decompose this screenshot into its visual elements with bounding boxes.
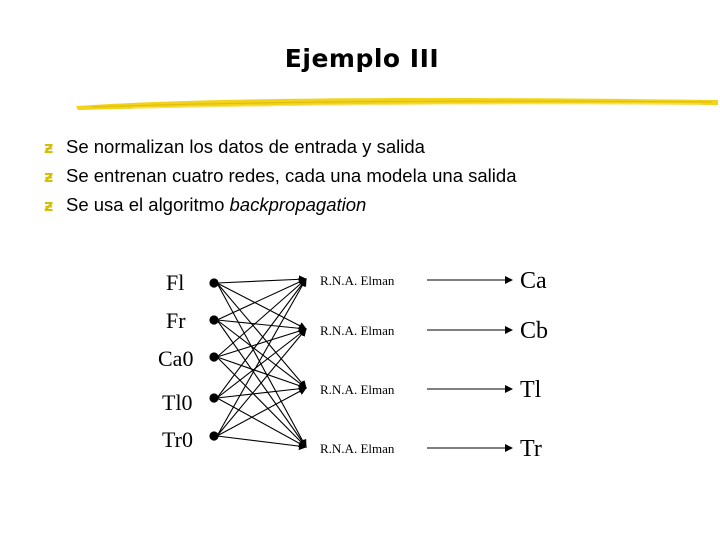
connection-ca0-to-net-3 <box>216 356 307 390</box>
bullet-text: Se entrenan cuatro redes, cada una model… <box>66 165 517 186</box>
input-label-fr: Fr <box>166 308 186 333</box>
output-arrows <box>427 276 513 452</box>
connection-fl-to-net-3 <box>216 282 307 389</box>
z-bullet-icon: ƶ <box>44 167 54 186</box>
output-label-tl: Tl <box>520 377 542 403</box>
input-node-fr <box>209 315 219 325</box>
bullet-emphasis: backpropagation <box>229 194 367 215</box>
connection-fr-to-net-4 <box>216 319 307 448</box>
connection-fl-to-net-1 <box>216 275 307 284</box>
connection-ca0-to-net-1 <box>216 278 307 358</box>
connection-tl0-to-net-2 <box>216 328 307 399</box>
connection-tr0-to-net-4 <box>216 435 307 451</box>
input-node-fl <box>209 278 219 288</box>
title-underline <box>76 98 718 110</box>
bullet-item-normalize: ƶ Se normalizan los datos de entrada y sa… <box>44 134 516 163</box>
connection-fl-to-net-2 <box>216 282 307 330</box>
connection-ca0-to-net-2 <box>216 327 307 358</box>
connection-fr-to-net-3 <box>216 319 307 389</box>
input-label-tr0: Tr0 <box>162 427 193 452</box>
connection-lines <box>216 275 307 451</box>
connection-fr-to-net-1 <box>216 278 307 321</box>
bullet-item-algorithm: ƶ Se usa el algoritmo backpropagation <box>44 192 516 221</box>
input-label-tl0: Tl0 <box>162 390 193 415</box>
input-nodes <box>209 278 219 441</box>
connection-ca0-to-net-4 <box>216 356 307 448</box>
network-label-2: R.N.A. Elman <box>320 323 395 338</box>
connection-fl-to-net-4 <box>216 282 307 448</box>
network-label-3: R.N.A. Elman <box>320 382 395 397</box>
output-label-cb: Cb <box>520 318 548 344</box>
connection-tl0-to-net-1 <box>216 278 307 399</box>
bullet-text: Se usa el algoritmo <box>66 194 230 215</box>
input-label-ca0: Ca0 <box>158 346 193 371</box>
z-bullet-icon: ƶ <box>44 138 54 157</box>
network-label-4: R.N.A. Elman <box>320 441 395 456</box>
input-node-tr0 <box>209 431 219 441</box>
bullet-item-train: ƶ Se entrenan cuatro redes, cada una mode… <box>44 163 516 192</box>
slide-title: Ejemplo III <box>284 44 440 73</box>
input-node-tl0 <box>209 393 219 403</box>
connection-fr-to-net-2 <box>216 319 307 333</box>
z-bullet-icon: ƶ <box>44 196 54 215</box>
connection-tl0-to-net-3 <box>216 384 307 399</box>
output-label-tr: Tr <box>520 436 542 462</box>
connection-tr0-to-net-1 <box>216 278 307 437</box>
connection-tl0-to-net-4 <box>216 397 307 448</box>
connection-tr0-to-net-2 <box>216 328 307 437</box>
input-node-ca0 <box>209 352 219 362</box>
output-label-ca: Ca <box>520 268 547 294</box>
network-label-1: R.N.A. Elman <box>320 273 395 288</box>
input-label-fl: Fl <box>166 270 184 295</box>
connection-tr0-to-net-3 <box>216 387 307 437</box>
bullet-list: ƶ Se normalizan los datos de entrada y sa… <box>44 134 516 221</box>
bullet-text: Se normalizan los datos de entrada y sal… <box>66 136 425 157</box>
